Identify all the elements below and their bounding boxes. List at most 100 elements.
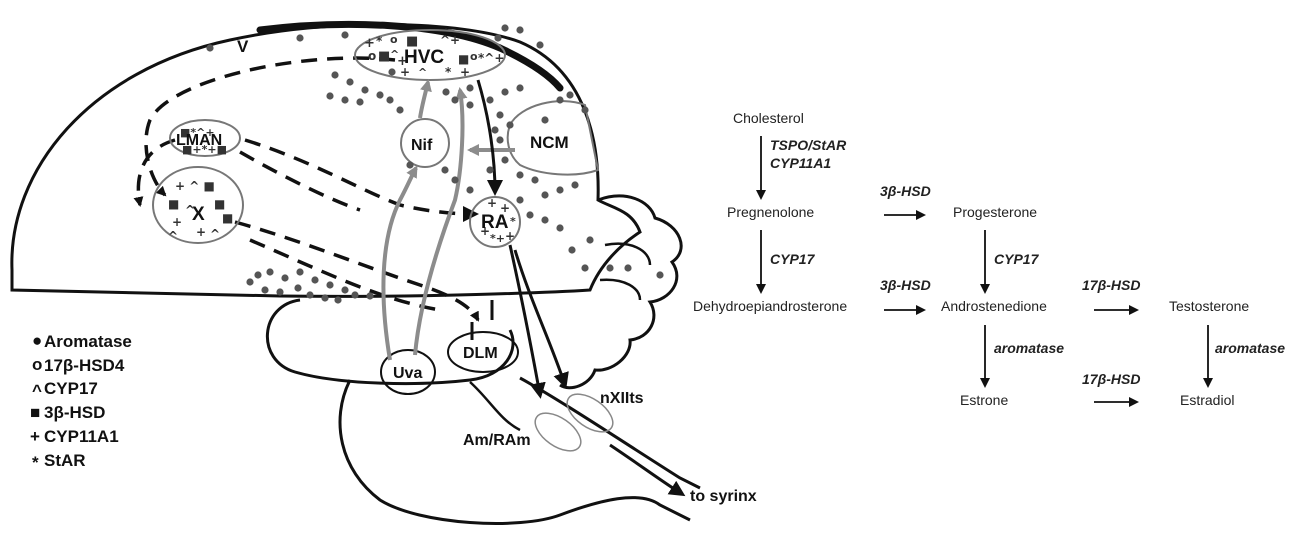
legend-label-2: CYP17 (44, 379, 98, 398)
svg-text:^: ^ (168, 229, 178, 243)
aromatase-dot (321, 294, 328, 301)
aromatase-dot (296, 268, 303, 275)
aromatase-dot (396, 106, 403, 113)
legend-label-5: StAR (44, 451, 86, 470)
aromatase-dot (466, 101, 473, 108)
aromatase-dot (624, 264, 631, 271)
aromatase-dot (386, 96, 393, 103)
enzyme-cyp17-left: CYP17 (770, 251, 816, 267)
aromatase-dot (206, 44, 213, 51)
label-ncm: NCM (530, 133, 569, 152)
label-x: X (192, 204, 205, 225)
legend-symbol-4: + (30, 427, 40, 446)
aromatase-dot (341, 31, 348, 38)
svg-text:o: o (368, 49, 376, 63)
ra-descending (510, 245, 540, 395)
svg-text:o: o (470, 50, 478, 63)
svg-text:+: + (487, 196, 497, 210)
aromatase-dot (486, 96, 493, 103)
aromatase-dot (556, 224, 563, 231)
aromatase-dot (491, 126, 498, 133)
svg-text:*: * (376, 34, 383, 48)
svg-text:+: + (172, 215, 182, 229)
aromatase-dot (326, 281, 333, 288)
svg-text:■: ■ (222, 211, 233, 225)
svg-text:o: o (390, 33, 398, 46)
compound-cholesterol: Cholesterol (733, 110, 804, 126)
steroid-pathway: Cholesterol Pregnenolone Progesterone De… (693, 110, 1285, 408)
aromatase-dot (466, 84, 473, 91)
aromatase-dot (606, 264, 613, 271)
enzyme-3bhsd-mid: 3β-HSD (880, 277, 931, 293)
aromatase-dot (341, 286, 348, 293)
aromatase-dot (356, 98, 363, 105)
forebrain-outline (12, 24, 640, 296)
legend-label-1: 17β-HSD4 (44, 356, 125, 375)
aromatase-dot (516, 196, 523, 203)
aromatase-dot (586, 236, 593, 243)
compound-pregnenolone: Pregnenolone (727, 204, 814, 220)
aromatase-dot (516, 171, 523, 178)
aromatase-dot (281, 274, 288, 281)
aromatase-dot (451, 176, 458, 183)
svg-text:■: ■ (214, 197, 225, 211)
enzyme-cyp17-right: CYP17 (994, 251, 1040, 267)
aromatase-dot (376, 91, 383, 98)
aromatase-dot (581, 264, 588, 271)
legend-symbol-2: ^ (32, 381, 42, 400)
legend-symbol-3: ■ (30, 403, 40, 422)
aromatase-dot (406, 161, 413, 168)
aromatase-dot (541, 191, 548, 198)
aromatase-dot (506, 121, 513, 128)
aromatase-dot (556, 186, 563, 193)
svg-text:+: + (460, 65, 470, 79)
label-uva: Uva (393, 365, 422, 382)
label-lman: LMAN (176, 132, 222, 149)
aromatase-dot (326, 92, 333, 99)
aromatase-dot (501, 156, 508, 163)
enzyme-aromatase-mid: aromatase (994, 340, 1064, 356)
aromatase-dot (441, 166, 448, 173)
to-syrinx-arrow (610, 445, 682, 494)
enzyme-aromatase-right: aromatase (1215, 340, 1285, 356)
aromatase-dot (496, 136, 503, 143)
hvc-to-ra-arrow (478, 80, 495, 192)
aromatase-dot (366, 292, 373, 299)
aromatase-dot (466, 186, 473, 193)
aromatase-dot (571, 181, 578, 188)
aromatase-dot (501, 88, 508, 95)
aromatase-dot (294, 284, 301, 291)
aromatase-dot (516, 84, 523, 91)
aromatase-dot (526, 211, 533, 218)
label-dlm: DLM (463, 345, 498, 362)
aromatase-dot (261, 286, 268, 293)
svg-text:*: * (510, 215, 516, 228)
enzyme-17bhsd-bottom: 17β-HSD (1082, 371, 1140, 387)
aromatase-dot (341, 96, 348, 103)
aromatase-dot (541, 216, 548, 223)
compound-estradiol: Estradiol (1180, 392, 1234, 408)
aromatase-dot (566, 91, 573, 98)
enzyme-3bhsd-top: 3β-HSD (880, 183, 931, 199)
aromatase-dot (496, 111, 503, 118)
aromatase-dot (351, 291, 358, 298)
enzyme-tspo-star: TSPO/StAR (770, 137, 847, 153)
aromatase-dot (306, 291, 313, 298)
svg-text:■: ■ (168, 197, 179, 211)
aromatase-dot (254, 271, 261, 278)
legend-label-4: CYP11A1 (44, 427, 119, 446)
svg-text:*+: *+ (490, 232, 505, 245)
legend-symbol-0: ● (32, 331, 42, 350)
aromatase-dot (361, 86, 368, 93)
aromatase-dot (656, 271, 663, 278)
aromatase-dot (516, 26, 523, 33)
aromatase-dot (541, 116, 548, 123)
aromatase-dot (501, 24, 508, 31)
svg-text:+: + (196, 225, 206, 239)
svg-text:■: ■ (458, 52, 469, 66)
aromatase-dot (311, 276, 318, 283)
aromatase-dot (531, 176, 538, 183)
label-hvc: HVC (404, 47, 444, 68)
svg-text:^+: ^+ (440, 33, 460, 47)
